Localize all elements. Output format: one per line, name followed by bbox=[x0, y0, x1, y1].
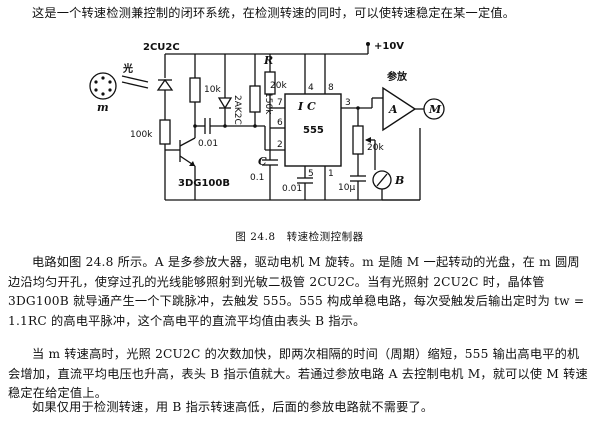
r20k-top-label: 20k bbox=[270, 81, 287, 91]
motor-icon bbox=[423, 98, 445, 120]
pot-label: 20k bbox=[367, 143, 384, 153]
svg-text:3: 3 bbox=[345, 98, 351, 108]
resistor-150k-icon bbox=[249, 85, 261, 113]
amp-title-label: 参放 bbox=[387, 70, 408, 83]
resistor-100k-icon bbox=[159, 119, 171, 145]
transistor-icon bbox=[179, 137, 196, 167]
cap-10u-label: 10μ bbox=[338, 183, 355, 193]
svg-text:5: 5 bbox=[308, 169, 314, 179]
transistor-label: 3DG100B bbox=[178, 178, 230, 189]
resistor-10k-icon bbox=[189, 77, 201, 103]
ic-label: I C bbox=[297, 100, 316, 113]
disc-label: m bbox=[97, 101, 109, 114]
svg-text:1: 1 bbox=[328, 169, 334, 179]
amplifier-icon bbox=[382, 86, 417, 132]
svg-text:6: 6 bbox=[277, 118, 283, 128]
cap-001-left-label: 0.01 bbox=[198, 139, 218, 149]
light-label: 光 bbox=[122, 62, 133, 75]
diode-2ak-icon bbox=[217, 97, 233, 110]
ic-555-block bbox=[284, 93, 342, 167]
amp-label: A bbox=[388, 103, 398, 116]
diode-label: 2AK2C bbox=[232, 95, 242, 125]
circuit-diagram: +10V m 光 2CU2C 100k 3DG100B 10k 0.01 bbox=[89, 41, 445, 201]
supply-label: +10V bbox=[374, 41, 404, 52]
r150k-label: 150k bbox=[263, 92, 273, 115]
svg-text:4: 4 bbox=[308, 83, 314, 93]
motor-label: M bbox=[428, 103, 442, 116]
paragraph-2: 电路如图 24.8 所示。A 是多参放大器，驱动电机 M 旋转。m 是随 M 一… bbox=[8, 255, 585, 328]
photodiode-label: 2CU2C bbox=[143, 42, 180, 53]
ic-model-label: 555 bbox=[303, 125, 324, 136]
r100k-label: 100k bbox=[130, 130, 153, 140]
paragraph-3: 当 m 转速高时，光照 2CU2C 的次数加快，即两次相隔的时间（周期）缩短，5… bbox=[8, 347, 588, 400]
svg-text:8: 8 bbox=[328, 83, 334, 93]
meter-label: B bbox=[394, 174, 404, 187]
paragraph-4: 如果仅用于检测转速，用 B 指示转速高低，后面的参放电路就不需要了。 bbox=[32, 400, 434, 414]
cap-001-bottom-label: 0.01 bbox=[282, 184, 302, 194]
cap-c-label: C bbox=[258, 155, 267, 168]
light-disc-icon bbox=[89, 72, 117, 100]
svg-text:2: 2 bbox=[277, 140, 283, 150]
figure-caption: 图 24.8 转速检测控制器 bbox=[235, 231, 364, 243]
r-label: R bbox=[263, 54, 273, 67]
svg-text:7: 7 bbox=[277, 98, 283, 108]
intro-paragraph: 这是一个转速检测兼控制的闭环系统，在检测转速的同时，可以使转速稳定在某一定值。 bbox=[32, 6, 516, 20]
photodiode-icon bbox=[156, 78, 174, 91]
pot-20k-icon bbox=[352, 125, 364, 155]
cap-01-label: 0.1 bbox=[250, 173, 264, 183]
r10k-label: 10k bbox=[204, 85, 221, 95]
